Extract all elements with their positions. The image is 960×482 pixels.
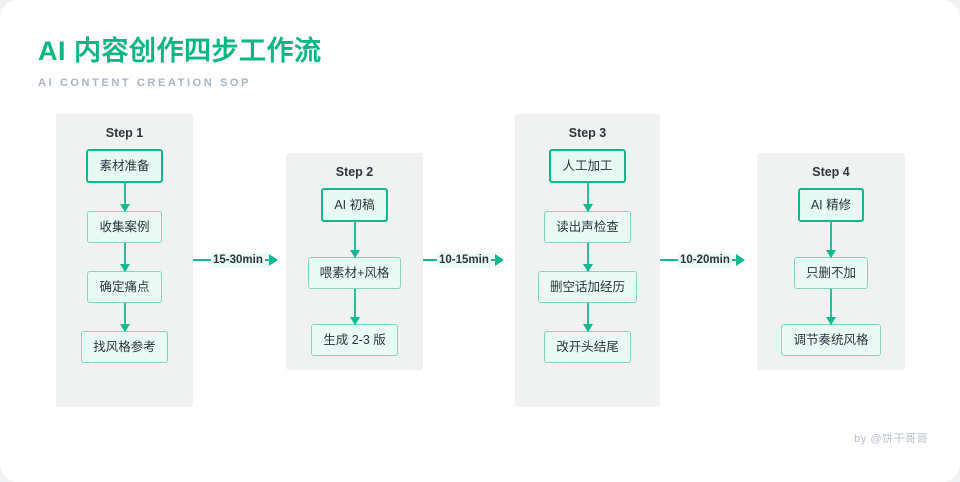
page-title: AI 内容创作四步工作流 [38,36,322,66]
step-node-chain: AI 初稿喂素材+风格生成 2-3 版 [286,188,423,356]
step-connector-2: 10-15min [423,250,515,270]
connector-line [490,259,495,261]
step-node[interactable]: 调节奏统风格 [781,324,881,356]
flow-arrow-down-icon [123,303,126,331]
step-head-node[interactable]: AI 精修 [797,188,865,222]
flow-arrow-down-icon [830,222,832,257]
header: AI 内容创作四步工作流 AI CONTENT CREATION SOP [38,34,322,89]
connector-line [731,259,736,261]
connector-line [660,259,678,261]
flow-arrow-down-icon [123,243,126,271]
step-title: Step 4 [812,165,850,179]
step-head-node[interactable]: 人工加工 [549,149,626,183]
step-connector-1: 15-30min [193,250,286,270]
step-title: Step 3 [568,126,607,140]
arrow-right-icon [268,254,278,266]
step-head-node[interactable]: 素材准备 [86,149,163,183]
flow-arrow-down-icon [586,183,589,211]
step-panel-3: Step 3 人工加工读出声检查删空话加经历改开头结尾 [515,114,660,407]
step-node[interactable]: 只删不加 [793,257,868,289]
step-node[interactable]: 确定痛点 [87,271,162,303]
flow-arrow-down-icon [586,303,589,331]
flow-arrow-down-icon [353,289,356,324]
connector-duration-label: 15-30min [211,252,265,268]
arrow-right-icon [735,254,745,266]
step-node[interactable]: 生成 2-3 版 [311,324,398,356]
arrow-right-icon [494,254,504,266]
step-node[interactable]: 找风格参考 [81,331,168,363]
step-node[interactable]: 改开头结尾 [544,331,631,363]
page-subtitle: AI CONTENT CREATION SOP [38,77,251,89]
flow-arrow-down-icon [830,289,832,324]
step-node-chain: 人工加工读出声检查删空话加经历改开头结尾 [515,149,660,363]
step-panel-4: Step 4 AI 精修只删不加调节奏统风格 [757,153,905,370]
step-title: Step 2 [335,165,374,179]
step-node-chain: AI 精修只删不加调节奏统风格 [757,188,905,356]
connector-duration-label: 10-15min [437,252,491,268]
connector-line [193,259,211,261]
step-panel-2: Step 2 AI 初稿喂素材+风格生成 2-3 版 [286,153,423,370]
flow-arrow-down-icon [586,243,589,271]
step-panel-1: Step 1 素材准备收集案例确定痛点找风格参考 [56,114,193,407]
workflow-diagram: Step 1 素材准备收集案例确定痛点找风格参考 Step 2 AI 初稿喂素材+风格… [0,112,960,412]
connector-line [264,259,269,261]
step-connector-3: 10-20min [660,250,757,270]
step-title: Step 1 [105,126,144,140]
step-node[interactable]: 删空话加经历 [537,271,637,303]
step-node[interactable]: 读出声检查 [544,211,631,243]
connector-duration-label: 10-20min [678,252,732,268]
credit-text: by @饼干哥哥 [854,433,928,445]
step-node[interactable]: 喂素材+风格 [307,257,402,289]
step-head-node[interactable]: AI 初稿 [321,188,388,222]
connector-line [423,259,437,261]
step-node-chain: 素材准备收集案例确定痛点找风格参考 [56,149,193,363]
step-node[interactable]: 收集案例 [87,211,162,243]
flow-arrow-down-icon [123,183,126,211]
flow-arrow-down-icon [353,222,356,257]
